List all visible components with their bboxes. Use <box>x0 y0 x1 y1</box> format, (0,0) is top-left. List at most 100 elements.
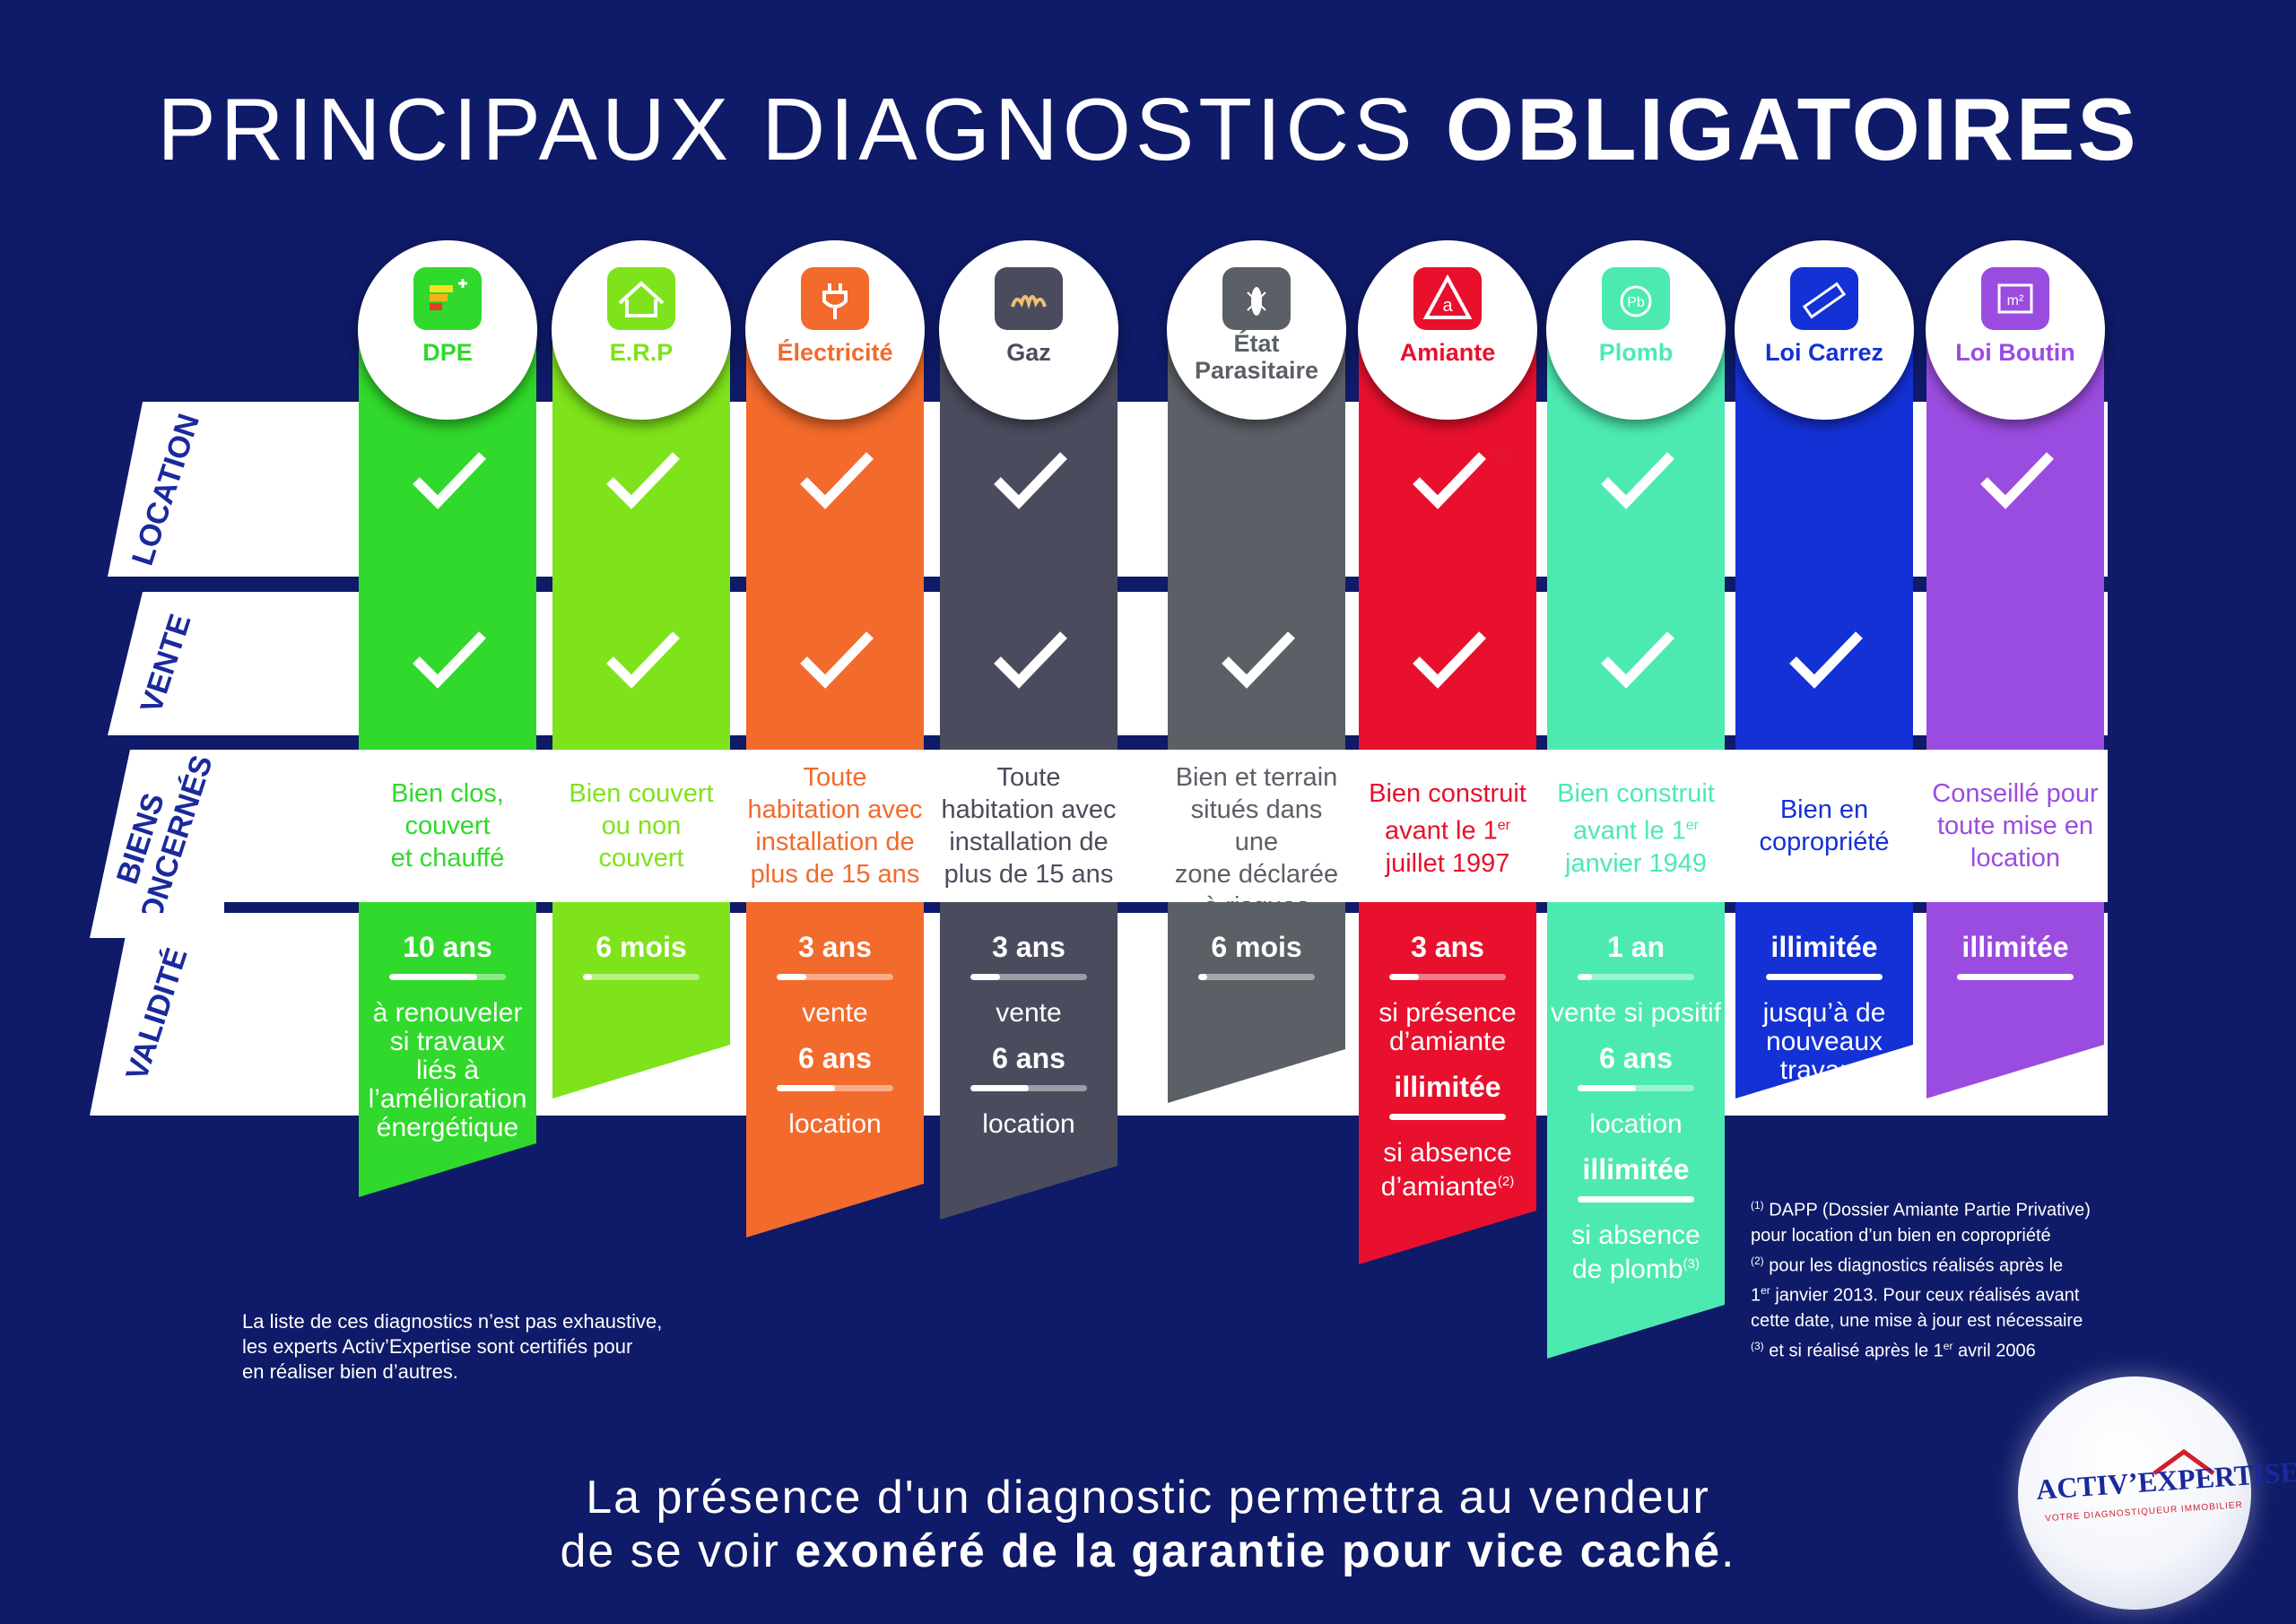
header-gaz: Gaz <box>939 240 1118 420</box>
validity-duration: 3 ans <box>992 931 1065 963</box>
check-icon <box>1784 628 1865 690</box>
validity-text: vente si positif <box>1550 998 1722 1028</box>
validity-text: location <box>1589 1109 1683 1139</box>
validity-bar <box>1578 1085 1694 1091</box>
validity-bar <box>1198 974 1315 980</box>
diagnostic-name: Amiante <box>1399 339 1496 366</box>
check-icon <box>988 628 1069 690</box>
validity-duration: 6 ans <box>798 1042 872 1074</box>
biens-line: habitation avec <box>941 795 1117 824</box>
bottom-line2-normal: de se voir <box>560 1525 796 1577</box>
activ-expertise-logo: ACTIV’EXPERTISE VOTRE DIAGNOSTIQUEUR IMM… <box>2018 1376 2296 1610</box>
validity-text: travaux <box>1779 1055 1869 1085</box>
biens-line: ou non <box>601 812 682 840</box>
logo-name: ACTIV’EXPERTISE <box>2034 1455 2296 1506</box>
validity-duration: 3 ans <box>798 931 872 963</box>
validity-duration: illimitée <box>1582 1153 1690 1185</box>
diagnostic-name: État <box>1233 330 1280 357</box>
ribbon-boutin <box>1926 341 2104 1099</box>
header-dpe: DPE <box>358 240 537 420</box>
ribbon-shape <box>552 341 730 1099</box>
title-light: PRINCIPAUX DIAGNOSTICS <box>157 80 1446 178</box>
biens-line: couvert <box>404 812 491 840</box>
validity-duration: illimitée <box>1394 1071 1501 1103</box>
footnote-line: cette date, une mise à jour est nécessai… <box>1751 1310 2083 1331</box>
biens-line: Bien construit <box>1557 779 1715 808</box>
validity-text: location <box>982 1109 1075 1139</box>
ribbon-parasitaire <box>1168 341 1345 1103</box>
ribbon-shape <box>1735 341 1913 1099</box>
validity-bar <box>1957 974 2074 980</box>
check-icon <box>407 448 488 511</box>
check-icon <box>601 628 682 690</box>
footnote-line: (1) DAPP (Dossier Amiante Partie Privati… <box>1751 1199 2091 1220</box>
validity-duration: illimitée <box>1770 931 1878 963</box>
validity-text: si travaux <box>389 1027 506 1056</box>
footnote-line: pour location d’un bien en copropriété <box>1751 1225 2051 1246</box>
footnote-line: 1er janvier 2013. Pour ceux réalisés ava… <box>1751 1284 2080 1306</box>
validity-text: nouveaux <box>1765 1027 1883 1056</box>
diagnostic-name: Gaz <box>1006 339 1051 366</box>
validity-bar <box>1389 974 1506 980</box>
validity-bar <box>1766 974 1883 980</box>
footnote-line: (2) pour les diagnostics réalisés après … <box>1751 1254 2064 1276</box>
title-bold: OBLIGATOIRES <box>1445 80 2139 178</box>
biens-line: plus de 15 ans <box>944 860 1114 889</box>
bottom-line2: de se voir exonéré de la garantie pour v… <box>0 1524 2296 1578</box>
location-note: (1) <box>1493 447 1511 462</box>
diagnostic-name: Loi Boutin <box>1955 339 2075 366</box>
validity-text: énergétique <box>376 1113 519 1142</box>
note-left: La liste de ces diagnostics n’est pas ex… <box>242 1309 662 1385</box>
check-icon <box>795 448 875 511</box>
validity-text: vente <box>996 998 1062 1028</box>
note-left-line: La liste de ces diagnostics n’est pas ex… <box>242 1310 663 1333</box>
biens-line: situés dans une <box>1190 795 1323 856</box>
bottom-line2-bold: exonéré de la garantie pour vice caché <box>795 1525 1722 1577</box>
row-label-vente: VENTE <box>108 592 224 735</box>
ribbon-shape <box>1168 341 1345 1103</box>
footnote-mark: (3) <box>1751 1339 1764 1352</box>
biens-line: Bien clos, <box>391 779 504 808</box>
page-title: PRINCIPAUX DIAGNOSTICS OBLIGATOIRES <box>0 79 2296 180</box>
biens-line: Bien en <box>1779 795 1869 824</box>
check-icon <box>988 448 1069 511</box>
superscript: er <box>1497 818 1510 833</box>
superscript: er <box>1943 1339 1953 1352</box>
validity-bar-fill <box>389 974 477 980</box>
biens-line: toute mise en <box>1936 812 2094 840</box>
validity-duration: 3 ans <box>1411 931 1484 963</box>
validity-bar <box>970 974 1087 980</box>
row-label-vente-text: VENTE <box>134 610 198 717</box>
validity-duration: 6 mois <box>596 931 687 963</box>
biens-line: à risques <box>1204 892 1309 921</box>
bottom-line1: La présence d'un diagnostic permettra au… <box>586 1472 1710 1524</box>
note-left-line: en réaliser bien d’autres. <box>242 1360 458 1383</box>
validity-bar-fill <box>1578 1085 1636 1091</box>
footnote-mark: (2) <box>1751 1254 1764 1267</box>
validity-bar-fill <box>1578 1196 1694 1203</box>
lead-pb-icon: Pb <box>1602 267 1670 330</box>
validity-duration: 1 an <box>1606 931 1665 963</box>
biens-line: Bien construit <box>1369 779 1526 808</box>
validity-duration: 6 mois <box>1211 931 1302 963</box>
check-icon <box>795 628 875 690</box>
diagnostic-name: DPE <box>422 339 473 366</box>
validity-bar-fill <box>1389 1114 1506 1120</box>
validity-text: de plomb(3) <box>1572 1255 1700 1284</box>
header-boutin: m² Loi Boutin <box>1926 240 2105 420</box>
footnote-mark: (1) <box>1751 1199 1764 1211</box>
superscript: er <box>1761 1284 1770 1298</box>
ribbon-gaz <box>940 341 1118 1220</box>
biens-line: janvier 1949 <box>1565 848 1707 878</box>
electric-plug-icon <box>801 267 869 330</box>
diagnostic-name-line2: Parasitaire <box>1194 357 1319 384</box>
biens-line: couvert <box>598 844 684 873</box>
square-meter-icon: m² <box>1981 267 2049 330</box>
validity-duration: 6 ans <box>1599 1042 1673 1074</box>
header-carrez: Loi Carrez <box>1735 240 1914 420</box>
footnote-line: (3) et si réalisé après le 1er avril 200… <box>1751 1339 2036 1361</box>
